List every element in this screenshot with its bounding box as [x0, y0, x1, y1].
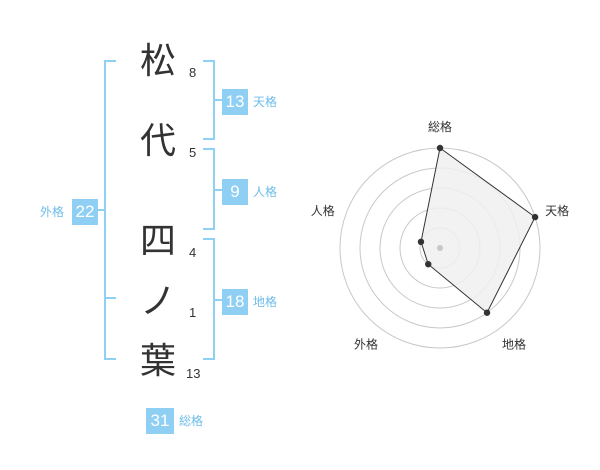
chikaku-label: 地格 [253, 295, 278, 309]
jinkaku-tick [214, 189, 222, 191]
radar-axis-label: 地格 [502, 336, 526, 351]
radar-point [483, 309, 491, 316]
radar-point [425, 260, 432, 268]
radar-axis-label: 人格 [311, 203, 335, 218]
chikaku-value: 18 [222, 289, 248, 315]
gaikaku-tick [98, 209, 106, 211]
radar-point [531, 213, 539, 221]
stroke-count-5: 13 [186, 366, 201, 381]
soukaku-label: 総格 [179, 414, 204, 428]
radar-point [417, 238, 425, 246]
stroke-count-3: 4 [189, 245, 197, 260]
surname-char-2: 代 [139, 121, 176, 162]
tenkaku-tick [214, 99, 222, 101]
tenkaku-value: 13 [222, 89, 248, 115]
radar-center-dot [437, 245, 443, 251]
surname-char-1: 松 [139, 41, 176, 82]
radar-point [436, 144, 444, 152]
given-char-3: 葉 [139, 341, 176, 382]
gaikaku-label: 外格 [40, 205, 65, 219]
given-char-1: 四 [139, 221, 176, 262]
radar-series-area [420, 147, 536, 314]
jinkaku-value: 9 [222, 179, 248, 205]
gaikaku-value: 22 [72, 199, 98, 225]
radar-axis-label: 総格 [428, 119, 452, 134]
radar-axis-label: 外格 [354, 336, 378, 351]
stroke-count-2: 5 [189, 145, 197, 160]
jinkaku-label: 人格 [253, 185, 278, 199]
stroke-count-4: 1 [189, 305, 197, 320]
chikaku-tick [214, 299, 222, 301]
gaikaku-inner-tick [104, 297, 116, 299]
tenkaku-label: 天格 [253, 95, 278, 109]
stroke-count-1: 8 [189, 65, 197, 80]
soukaku-value: 31 [146, 408, 174, 434]
radar-axis-label: 天格 [545, 203, 569, 218]
given-char-2: ノ [139, 281, 176, 322]
